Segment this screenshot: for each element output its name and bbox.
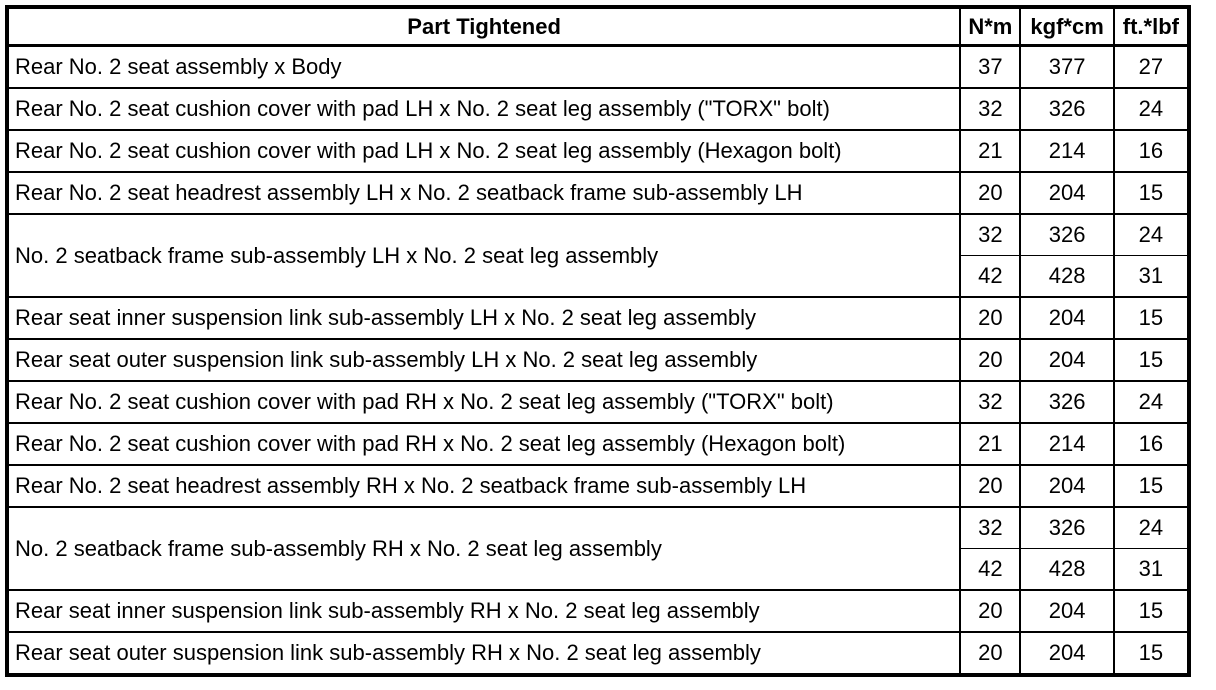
table-row: Rear No. 2 seat cushion cover with pad R… bbox=[5, 380, 1191, 424]
kgfcm-cell: 204 bbox=[1019, 631, 1115, 676]
part-cell: Rear seat outer suspension link sub-asse… bbox=[5, 338, 962, 382]
kgfcm-cell: 204 bbox=[1019, 338, 1115, 382]
nm-cell: 37 bbox=[959, 44, 1022, 89]
part-cell: Rear No. 2 seat headrest assembly RH x N… bbox=[5, 464, 962, 508]
part-cell: Rear No. 2 seat cushion cover with pad L… bbox=[5, 129, 962, 173]
nm-cell: 20 bbox=[959, 296, 1022, 340]
table-row: Rear seat inner suspension link sub-asse… bbox=[5, 296, 1191, 340]
kgfcm-cell: 204 bbox=[1019, 171, 1115, 215]
ftlbf-cell: 24 bbox=[1112, 380, 1191, 424]
ftlbf-cell: 15 bbox=[1112, 631, 1191, 676]
part-cell: No. 2 seatback frame sub-assembly RH x N… bbox=[5, 506, 962, 591]
ftlbf-cell: 24 bbox=[1112, 87, 1191, 131]
nm-cell: 20 bbox=[959, 631, 1022, 676]
kgfcm-cell: 214 bbox=[1019, 422, 1115, 466]
nm-cell: 42 bbox=[959, 548, 1022, 591]
kgfcm-cell: 326 bbox=[1019, 87, 1115, 131]
nm-cell: 42 bbox=[959, 255, 1022, 298]
table-header-row: Part Tightened N*m kgf*cm ft.*lbf bbox=[5, 6, 1191, 47]
part-cell: Rear seat outer suspension link sub-asse… bbox=[5, 631, 962, 676]
kgfcm-cell: 214 bbox=[1019, 129, 1115, 173]
ftlbf-cell: 24 bbox=[1112, 506, 1191, 549]
part-cell: Rear No. 2 seat cushion cover with pad R… bbox=[5, 422, 962, 466]
table-row: Rear No. 2 seat cushion cover with pad L… bbox=[5, 87, 1191, 131]
part-cell: Rear No. 2 seat cushion cover with pad R… bbox=[5, 380, 962, 424]
nm-cell: 21 bbox=[959, 422, 1022, 466]
kgfcm-cell: 326 bbox=[1019, 213, 1115, 256]
col-header-part-tightened: Part Tightened bbox=[5, 6, 962, 47]
ftlbf-cell: 15 bbox=[1112, 171, 1191, 215]
ftlbf-cell: 15 bbox=[1112, 296, 1191, 340]
part-cell: Rear No. 2 seat cushion cover with pad L… bbox=[5, 87, 962, 131]
part-cell: Rear No. 2 seat assembly x Body bbox=[5, 44, 962, 89]
kgfcm-cell: 428 bbox=[1019, 548, 1115, 591]
nm-cell: 20 bbox=[959, 589, 1022, 633]
ftlbf-cell: 27 bbox=[1112, 44, 1191, 89]
nm-cell: 32 bbox=[959, 213, 1022, 256]
table-row: Rear seat outer suspension link sub-asse… bbox=[5, 631, 1191, 676]
table-row: Rear No. 2 seat cushion cover with pad L… bbox=[5, 129, 1191, 173]
nm-cell: 32 bbox=[959, 380, 1022, 424]
kgfcm-cell: 326 bbox=[1019, 380, 1115, 424]
ftlbf-cell: 16 bbox=[1112, 422, 1191, 466]
kgfcm-cell: 204 bbox=[1019, 464, 1115, 508]
ftlbf-cell: 15 bbox=[1112, 464, 1191, 508]
part-cell: No. 2 seatback frame sub-assembly LH x N… bbox=[5, 213, 962, 298]
ftlbf-cell: 15 bbox=[1112, 589, 1191, 633]
part-cell: Rear No. 2 seat headrest assembly LH x N… bbox=[5, 171, 962, 215]
table-row: Rear No. 2 seat headrest assembly LH x N… bbox=[5, 171, 1191, 215]
ftlbf-cell: 31 bbox=[1112, 255, 1191, 298]
ftlbf-cell: 16 bbox=[1112, 129, 1191, 173]
ftlbf-cell: 15 bbox=[1112, 338, 1191, 382]
kgfcm-cell: 204 bbox=[1019, 589, 1115, 633]
part-cell: Rear seat inner suspension link sub-asse… bbox=[5, 296, 962, 340]
table-row: Rear No. 2 seat headrest assembly RH x N… bbox=[5, 464, 1191, 508]
torque-spec-table: Part Tightened N*m kgf*cm ft.*lbf Rear N… bbox=[5, 5, 1191, 677]
torque-spec-page: Part Tightened N*m kgf*cm ft.*lbf Rear N… bbox=[5, 5, 1216, 677]
nm-cell: 20 bbox=[959, 171, 1022, 215]
table-row: Rear No. 2 seat cushion cover with pad R… bbox=[5, 422, 1191, 466]
nm-cell: 20 bbox=[959, 338, 1022, 382]
part-cell: Rear seat inner suspension link sub-asse… bbox=[5, 589, 962, 633]
kgfcm-cell: 428 bbox=[1019, 255, 1115, 298]
nm-cell: 32 bbox=[959, 87, 1022, 131]
kgfcm-cell: 326 bbox=[1019, 506, 1115, 549]
table-row: No. 2 seatback frame sub-assembly RH x N… bbox=[5, 506, 1191, 591]
kgfcm-cell: 204 bbox=[1019, 296, 1115, 340]
ftlbf-cell: 31 bbox=[1112, 548, 1191, 591]
nm-cell: 21 bbox=[959, 129, 1022, 173]
table-row: No. 2 seatback frame sub-assembly LH x N… bbox=[5, 213, 1191, 298]
nm-cell: 20 bbox=[959, 464, 1022, 508]
ftlbf-cell: 24 bbox=[1112, 213, 1191, 256]
col-header-nm: N*m bbox=[959, 6, 1022, 47]
col-header-ftlbf: ft.*lbf bbox=[1112, 6, 1191, 47]
table-row: Rear seat outer suspension link sub-asse… bbox=[5, 338, 1191, 382]
kgfcm-cell: 377 bbox=[1019, 44, 1115, 89]
table-row: Rear seat inner suspension link sub-asse… bbox=[5, 589, 1191, 633]
nm-cell: 32 bbox=[959, 506, 1022, 549]
col-header-kgfcm: kgf*cm bbox=[1019, 6, 1115, 47]
